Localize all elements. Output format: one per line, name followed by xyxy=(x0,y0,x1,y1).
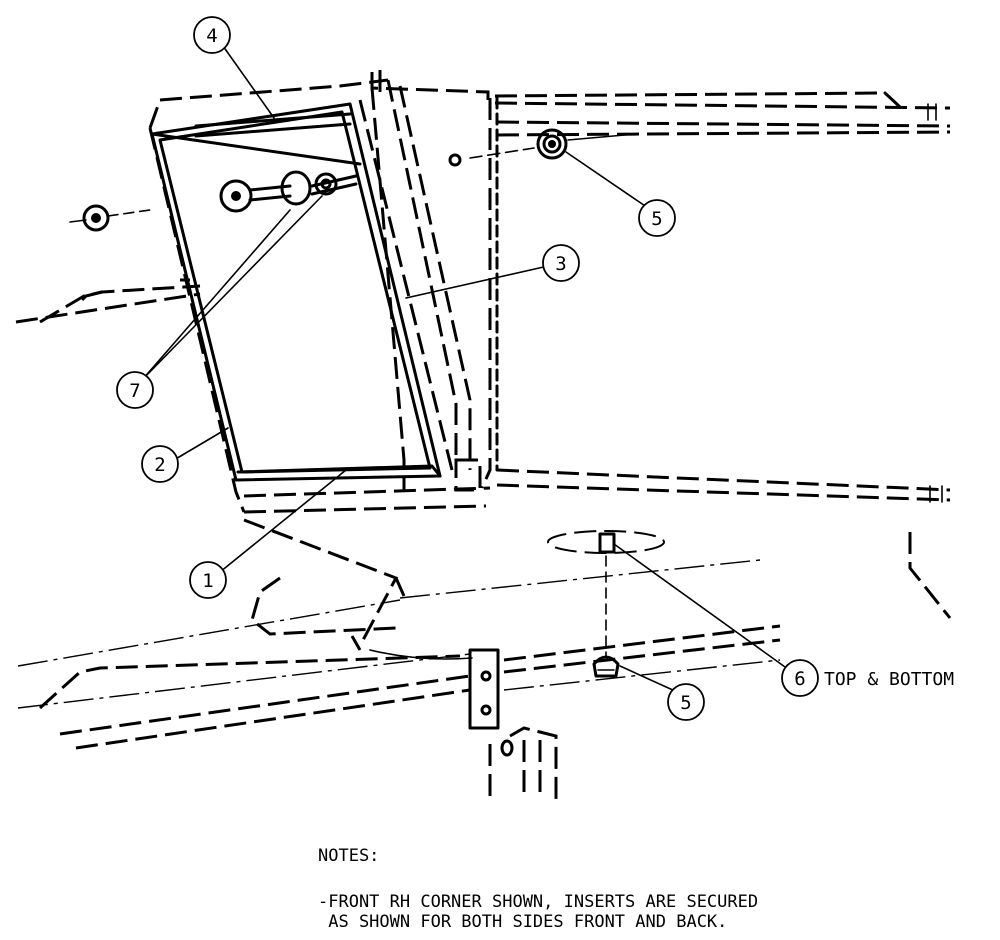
callout-3: 3 xyxy=(542,244,580,282)
callout-number: 5 xyxy=(680,692,691,714)
callout-4: 4 xyxy=(193,16,231,54)
floor-section xyxy=(17,518,952,750)
corner-post xyxy=(370,70,499,492)
insert-panel xyxy=(150,102,442,482)
notes-block: NOTES: -FRONT RH CORNER SHOWN, INSERTS A… xyxy=(318,846,958,932)
callout-5-upper: 5 xyxy=(638,199,676,237)
notes-title: NOTES: xyxy=(318,846,380,866)
leader-lines xyxy=(141,45,793,697)
note-line: -FRONT RH CORNER SHOWN, INSERTS ARE SECU… xyxy=(318,892,759,912)
callout-6: 6 TOP & BOTTOM xyxy=(781,659,954,697)
insert-frame-outer xyxy=(148,78,487,514)
floor-insert xyxy=(547,530,665,678)
upper-wall-rails xyxy=(494,91,951,137)
hinge-bracket xyxy=(468,648,558,804)
lower-wall-rails xyxy=(243,468,951,503)
callout-number: 1 xyxy=(202,570,213,592)
callout-7: 7 xyxy=(116,371,154,409)
callout-6-note: TOP & BOTTOM xyxy=(824,669,954,690)
callout-number: 6 xyxy=(794,668,805,690)
callout-number: 4 xyxy=(206,25,217,47)
upper-nut xyxy=(448,128,637,167)
bolt-assembly xyxy=(219,170,358,213)
callout-1: 1 xyxy=(189,561,227,599)
callout-5-lower: 5 xyxy=(667,683,705,721)
callout-number: 5 xyxy=(651,208,662,230)
left-wall xyxy=(15,204,201,324)
note-line: AS SHOWN FOR BOTH SIDES FRONT AND BACK. xyxy=(318,912,728,932)
callout-2: 2 xyxy=(141,445,179,483)
callout-number: 7 xyxy=(129,380,140,402)
callout-number: 2 xyxy=(154,454,165,476)
callout-number: 3 xyxy=(555,253,566,275)
